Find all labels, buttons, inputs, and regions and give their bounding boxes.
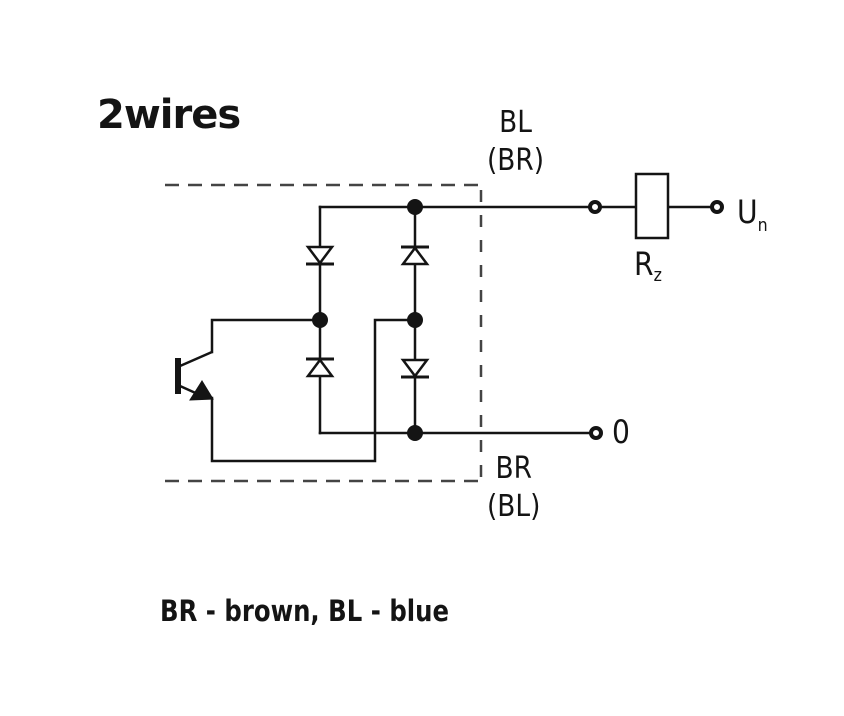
emitter-wire bbox=[210, 318, 417, 463]
junction-top-right bbox=[407, 199, 423, 215]
resistor-label: Rz bbox=[634, 248, 662, 285]
supply-voltage-main: U bbox=[737, 193, 758, 231]
sensor-housing-boundary bbox=[165, 183, 483, 483]
top-wire-alt-color: (BR) bbox=[487, 143, 545, 178]
supply-voltage-subscript: n bbox=[757, 215, 768, 236]
diode-left-top bbox=[305, 245, 335, 266]
resistor-label-main: R bbox=[634, 245, 654, 283]
transistor-emitter-arrow bbox=[189, 380, 214, 401]
resistor-label-subscript: z bbox=[653, 265, 662, 286]
diode-left-top-triangle bbox=[305, 245, 335, 266]
terminal-supply bbox=[710, 200, 724, 214]
ground-label: 0 bbox=[612, 413, 630, 451]
load-resistor bbox=[634, 172, 670, 240]
diode-left-bottom-triangle bbox=[305, 357, 335, 378]
junction-mid-right bbox=[407, 312, 423, 328]
bottom-wire-label: BR (BL) bbox=[487, 450, 540, 526]
npn-transistor bbox=[175, 350, 214, 401]
junctions bbox=[312, 199, 423, 441]
diode-left-bottom bbox=[305, 357, 335, 378]
junction-bottom-right bbox=[407, 425, 423, 441]
supply-voltage-label: Un bbox=[737, 196, 768, 235]
transistor-collector-lead bbox=[179, 350, 213, 368]
top-wire-color: BL bbox=[499, 105, 532, 140]
bottom-wire-color: BR bbox=[495, 451, 532, 486]
diode-right-top bbox=[400, 245, 430, 266]
terminal-ground bbox=[589, 426, 603, 440]
terminals bbox=[588, 200, 724, 440]
diode-right-top-triangle bbox=[400, 245, 430, 266]
bottom-wire-alt-color: (BL) bbox=[487, 489, 541, 524]
wire-color-legend: BR - brown, BL - blue bbox=[160, 594, 449, 628]
diode-right-bottom bbox=[400, 358, 430, 379]
junction-mid-left bbox=[312, 312, 328, 328]
diode-right-bottom-triangle bbox=[400, 358, 430, 379]
diode-bridge bbox=[305, 245, 430, 379]
collector-wire bbox=[210, 318, 322, 354]
terminal-sensor-top bbox=[588, 200, 602, 214]
top-wire-label: BL (BR) bbox=[487, 104, 544, 180]
diagram-title: 2wires bbox=[97, 92, 241, 138]
